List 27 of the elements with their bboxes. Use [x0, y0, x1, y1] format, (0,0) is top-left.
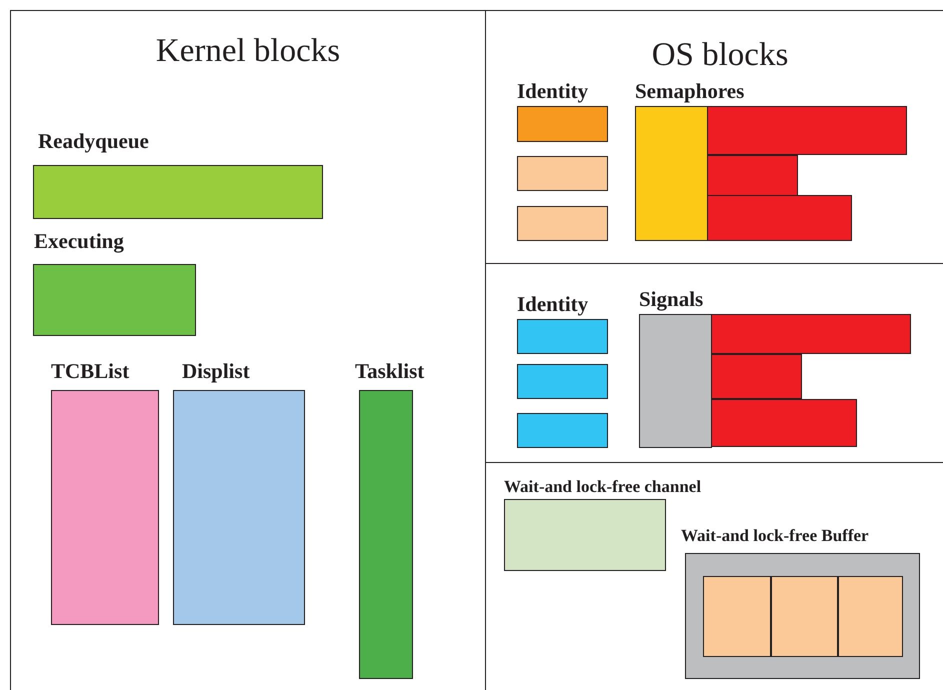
memory-block	[711, 354, 802, 399]
block-label: Semaphores	[635, 79, 744, 103]
panel	[10, 10, 486, 690]
memory-block	[703, 576, 771, 657]
memory-block	[517, 206, 608, 241]
block-label: Identity	[517, 79, 588, 103]
block-label: Readyqueue	[38, 129, 149, 153]
memory-block	[707, 106, 907, 155]
memory-block	[517, 413, 608, 448]
block-label: Identity	[517, 292, 588, 316]
panel-title: Kernel blocks	[154, 33, 342, 69]
block-label: Signals	[639, 287, 704, 311]
block-label: Executing	[34, 229, 124, 253]
block-label: TCBList	[51, 359, 130, 383]
block-label: Wait-and lock-free Buffer	[681, 525, 869, 547]
block-label: Wait-and lock-free channel	[504, 476, 702, 498]
memory-block	[771, 576, 838, 657]
memory-block	[707, 195, 852, 241]
memory-block	[517, 156, 608, 191]
memory-block	[838, 576, 903, 657]
memory-block	[711, 399, 857, 447]
block-label: Displist	[182, 359, 250, 383]
block-label: Tasklist	[355, 359, 424, 383]
panel-title: OS blocks	[650, 37, 790, 73]
memory-block	[711, 314, 911, 354]
memory-block	[517, 364, 608, 399]
memory-block	[707, 155, 798, 196]
